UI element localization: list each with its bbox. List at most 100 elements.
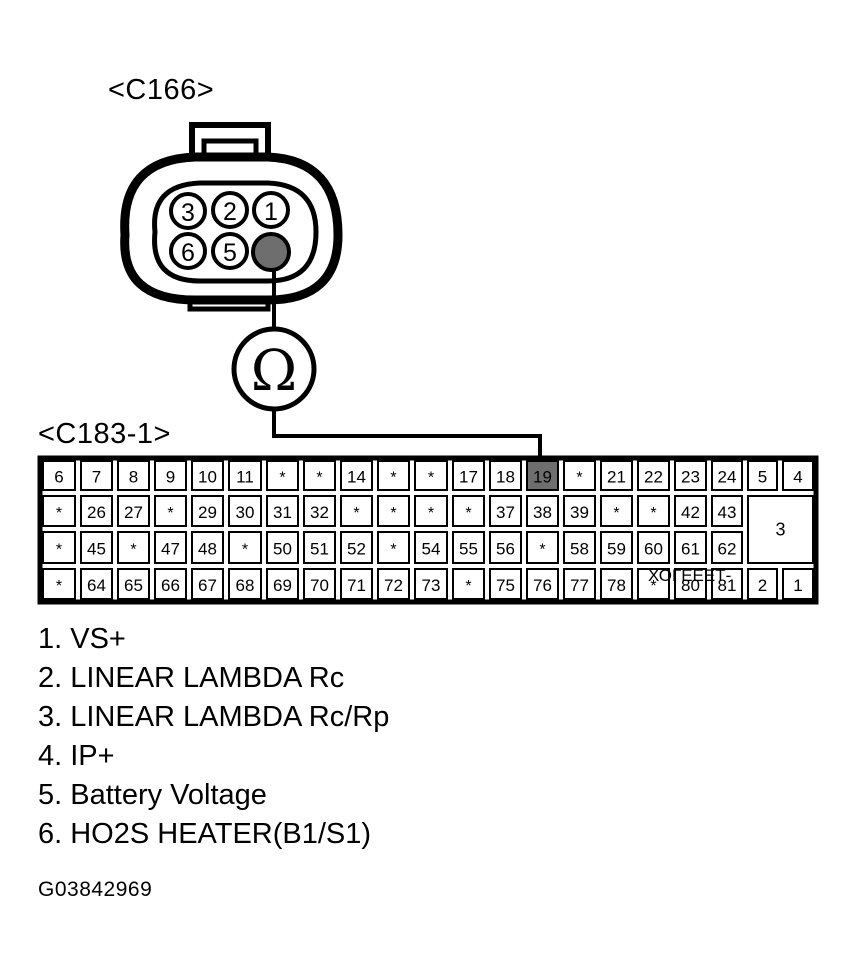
pin-cell — [191, 460, 224, 491]
pin-hole — [252, 191, 290, 229]
pin-cell — [414, 568, 448, 600]
legend-item: 1. VS+ — [38, 623, 126, 655]
pin-hole — [169, 192, 207, 230]
pin-label: * — [279, 470, 285, 487]
pin-cell — [191, 568, 224, 600]
pin-label: 24 — [718, 468, 737, 487]
pin-label: 26 — [87, 503, 106, 522]
pin-cell — [452, 495, 485, 527]
pin-cell — [80, 568, 113, 600]
pin-cell — [80, 460, 113, 491]
pin-cell — [154, 495, 187, 527]
pin-cell-highlighted — [526, 460, 559, 491]
pin-cell — [563, 460, 596, 491]
pin-label: 73 — [422, 576, 441, 595]
pin-cell — [154, 531, 187, 564]
pin-label: 68 — [236, 576, 255, 595]
pin-cell — [414, 531, 448, 564]
pin-cell — [42, 531, 76, 564]
pin-cell — [782, 460, 814, 491]
pin-label: 5 — [758, 468, 767, 487]
pin-label: 9 — [166, 468, 175, 487]
legend-item: 5. Battery Voltage — [38, 779, 267, 811]
pin-label: * — [56, 505, 62, 522]
pin-label: 14 — [347, 468, 366, 487]
pin-cell — [80, 495, 113, 527]
pin-hole — [211, 232, 249, 270]
pin-label: 51 — [310, 540, 329, 559]
pin-cell — [266, 568, 299, 600]
pin-cell — [637, 568, 670, 600]
pin-label: 32 — [310, 503, 329, 522]
pin-cell — [191, 495, 224, 527]
pin-label: 18 — [496, 468, 515, 487]
connector-face — [152, 180, 319, 284]
pin-label: 48 — [198, 540, 217, 559]
pin-hole — [169, 232, 207, 270]
pin-label: 65 — [124, 576, 143, 595]
pin-label: 17 — [459, 468, 478, 487]
pin-cell — [600, 460, 633, 491]
pin-label: 31 — [273, 503, 292, 522]
pin-cell — [600, 531, 633, 564]
pin-label: 21 — [607, 468, 626, 487]
pin-label: 56 — [496, 540, 515, 559]
pin-label: 61 — [681, 540, 700, 559]
pin-cell — [340, 568, 373, 600]
pin-label: 10 — [198, 468, 217, 487]
pin-label: 23 — [681, 468, 700, 487]
pin-cell — [340, 531, 373, 564]
pin-label: 66 — [161, 576, 180, 595]
pin-cell — [563, 495, 596, 527]
pin-label: 11 — [236, 468, 254, 487]
pin-cell — [414, 495, 448, 527]
pin-cell — [563, 531, 596, 564]
pin-cell — [747, 568, 778, 600]
pin-cell — [117, 460, 150, 491]
pin-label: 64 — [87, 576, 106, 595]
pin-label: 80 — [681, 576, 700, 595]
pin-cell — [526, 531, 559, 564]
pin-cell — [228, 531, 262, 564]
pin-label: * — [650, 578, 656, 595]
pin-label: 77 — [570, 576, 589, 595]
pin-label: 70 — [310, 576, 329, 595]
pin-cell — [489, 460, 522, 491]
pin-cell — [377, 460, 410, 491]
test-lead — [272, 268, 542, 460]
pin-cell — [711, 460, 743, 491]
pin-label: 8 — [129, 468, 138, 487]
pin-cell — [674, 568, 707, 600]
pin-cell — [452, 531, 485, 564]
ohmmeter: Ω — [231, 326, 317, 412]
pin-cell — [452, 460, 485, 491]
pin-cell — [600, 568, 633, 600]
pin-cell — [747, 460, 778, 491]
pin-cell — [266, 531, 299, 564]
pin-label-5: 5 — [223, 239, 237, 267]
pin-label: 55 — [459, 540, 478, 559]
pin-label: * — [167, 505, 173, 522]
pin-label: 1 — [793, 576, 802, 595]
pin-label: * — [539, 542, 545, 559]
pin-label: * — [428, 470, 434, 487]
pin-label: 38 — [533, 503, 552, 522]
pin-cell — [340, 460, 373, 491]
pin-cell — [266, 460, 299, 491]
pin-cell — [414, 460, 448, 491]
pin-label: 76 — [533, 576, 552, 595]
pin-label: * — [465, 505, 471, 522]
pin-cell — [117, 531, 150, 564]
pin-cell — [266, 495, 299, 527]
pin-label: 30 — [236, 503, 255, 522]
pin-cell — [42, 568, 76, 600]
pin-label: 29 — [198, 503, 217, 522]
pin-label: * — [390, 542, 396, 559]
pin-label: 39 — [570, 503, 589, 522]
pin-cell — [526, 495, 559, 527]
pin-label: 81 — [718, 576, 737, 595]
pin-label: * — [56, 542, 62, 559]
pin-label-6: 6 — [181, 239, 195, 267]
